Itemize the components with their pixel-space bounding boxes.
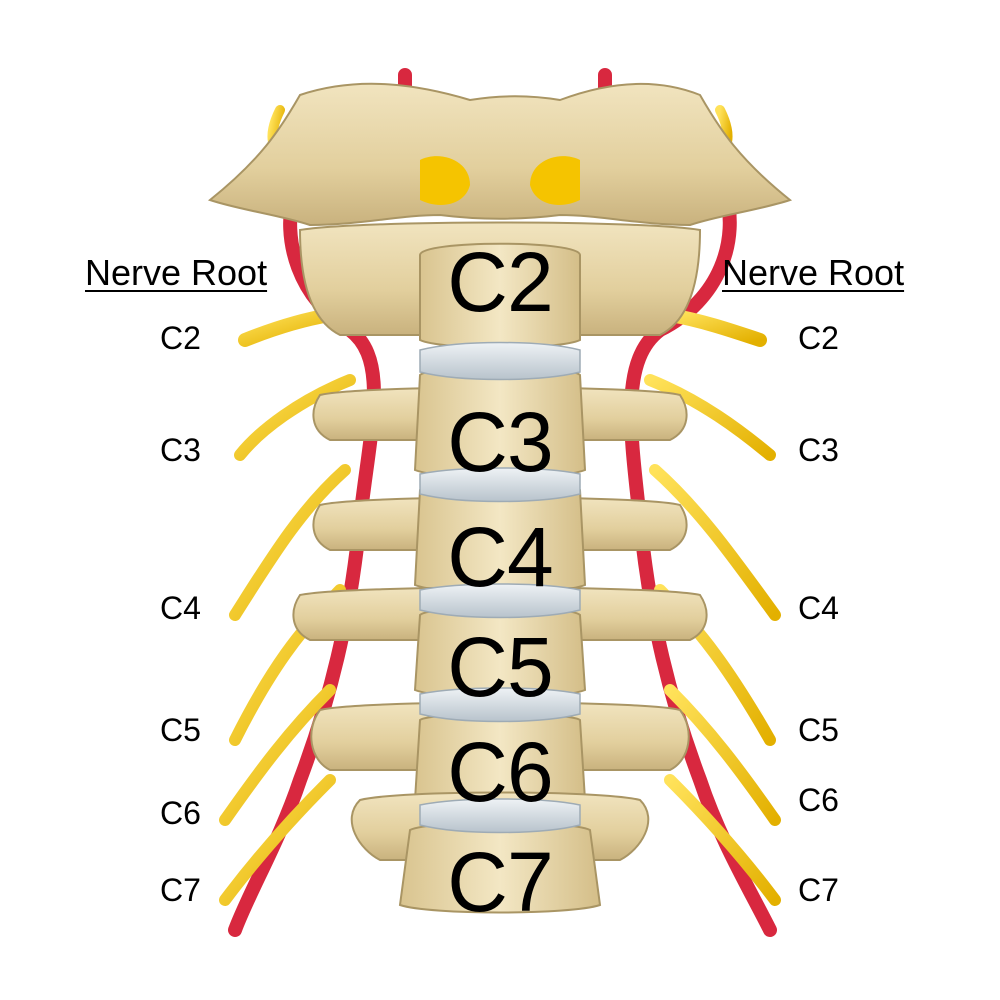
left-root-label-c6: C6 — [160, 795, 201, 831]
right-root-label-c2: C2 — [798, 320, 839, 356]
right-root-label-c7: C7 — [798, 872, 839, 908]
right-root-label-c5: C5 — [798, 712, 839, 748]
vertebra-label-c7: C7 — [447, 835, 553, 929]
vertebra-label-c5: C5 — [447, 620, 553, 714]
right-nerve-root-header: Nerve Root — [722, 252, 905, 293]
intervertebral-discs — [419, 341, 581, 834]
right-root-label-c4: C4 — [798, 590, 839, 626]
left-nerve-root-header: Nerve Root — [85, 252, 268, 293]
left-root-label-c5: C5 — [160, 712, 201, 748]
left-root-label-c2: C2 — [160, 320, 201, 356]
vertebrae-bodies — [292, 221, 708, 914]
right-root-label-c3: C3 — [798, 432, 839, 468]
vertebra-label-c2: C2 — [447, 235, 553, 329]
atlas-c1 — [207, 82, 793, 227]
left-atlas-facet — [420, 156, 470, 205]
vertebra-label-c4: C4 — [447, 510, 553, 604]
left-root-label-c7: C7 — [160, 872, 201, 908]
left-root-label-c3: C3 — [160, 432, 201, 468]
vertebra-label-c3: C3 — [447, 395, 553, 489]
left-root-label-c4: C4 — [160, 590, 201, 626]
vertebra-label-c6: C6 — [447, 725, 553, 819]
right-atlas-facet — [530, 156, 580, 205]
right-root-label-c6: C6 — [798, 782, 839, 818]
